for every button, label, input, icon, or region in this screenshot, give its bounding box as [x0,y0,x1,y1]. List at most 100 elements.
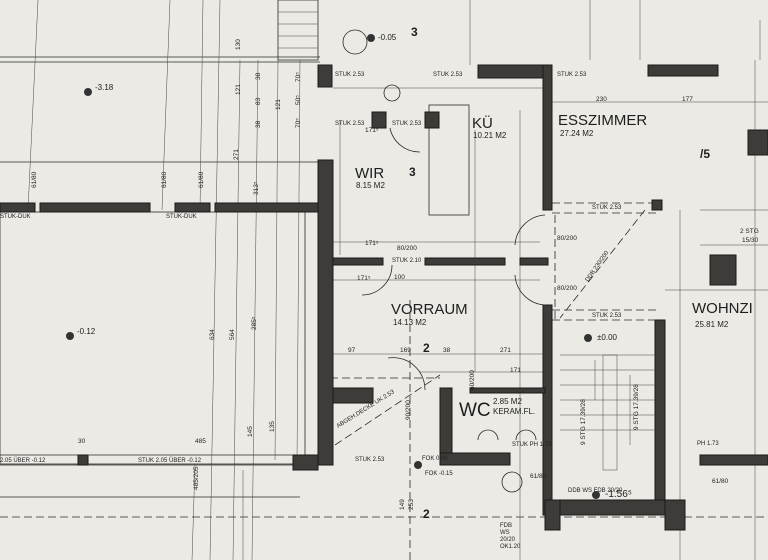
stair-label: 9 STG 17.39/28 [633,384,640,430]
dimension-label: 177 [682,96,693,103]
level-label: ±0.00 [597,333,618,342]
level-marker-icon [414,461,422,469]
level-marker-icon [592,491,600,499]
dimension-label: 285⁵ [251,316,258,330]
level-label: -0.12 [77,327,96,336]
dimension-label: 253 [408,499,415,510]
room-name-vorraum: VORRAUM [391,301,468,318]
ceiling-notes: STUK 2.53 STUK 2.53 STUK 2.53 STUK 2.53 … [0,72,622,464]
dimension-label: 171⁵ [357,275,371,282]
room-area-wir: 8.15 M2 [356,181,385,190]
stair-label: 15/30 [742,237,759,244]
room-area-wohnzimmer: 25.81 M2 [695,320,729,329]
opening-label: 80/200 [557,235,577,242]
ceiling-label: STUK 2.53 [592,313,622,319]
dimension-label: 271 [233,149,240,160]
room-name-wohnzimmer: WOHNZI [692,300,753,317]
dimension-label: 97 [348,347,356,354]
section-marks: 3 3 2 2 /5 [409,25,710,521]
dimension-label: 38 [255,72,262,80]
ceiling-label: STUK 2.53 [557,72,587,78]
ceiling-label: 2.05 ÜBER -0.12 [0,457,46,464]
room-name-kueche: KÜ [472,114,493,132]
dimension-label: 485/205 [193,466,200,490]
opening-labels: 80/200 80/200 80/200 90/200 60/200 [397,235,577,420]
ceiling-label: STUK 2.10 [392,258,422,264]
room-area-kueche: 10.21 M2 [473,131,507,140]
level-marker-icon [367,34,375,42]
note: FOK -0.15 [425,471,453,477]
ceiling-label: STUK 2.53 [335,72,365,78]
dimension-label: 634 [209,329,216,340]
note: DDB 230/200 [585,250,611,283]
level-label: -1.56⁵ [605,489,632,500]
dimension-label: 50⁵ [295,95,302,105]
ceiling-label: STUK 2.53 [592,205,622,211]
dimension-label: 61/80 [530,473,547,480]
dimension-label: 564 [229,329,236,340]
dimension-labels: 130 121 83 38 38 121 70⁵ 50⁵ 70⁵ 271 313… [31,39,729,510]
dimension-label: 145 [247,426,254,437]
note: 20/20 [500,537,516,543]
ceiling-label: STUK-DUK [0,214,31,220]
section-mark: 2 [423,507,430,521]
opening-label: 80/200 [397,245,417,252]
room-floor-wc: KERAM.FL. [493,407,535,416]
dimension-label: 83 [255,97,262,105]
room-area-vorraum: 14.13 M2 [393,318,427,327]
room-labels: KÜ 10.21 M2 ESSZIMMER 27.24 M2 WIR 8.15 … [355,112,753,421]
dimension-label: 485 [195,438,206,445]
note: DDB WS FDB 20/20 [568,488,623,494]
dimension-label: 313⁵ [253,181,260,195]
dimension-label: 61/80 [198,171,205,188]
dimension-label: 70⁵ [295,72,302,82]
note: OK1.20 [500,544,521,550]
dimension-label: 70⁵ [295,118,302,128]
room-area-wc: 2.85 M2 [493,397,522,406]
note: STUK PH 1.73 [512,442,552,448]
stair-labels: 9 STG 17.39/28 9 STG 17.39/28 2 STG 15/3… [580,228,759,445]
dimension-label: 169 [400,347,411,354]
stair-label: 9 STG 17.39/28 [580,399,587,445]
walls [0,64,768,531]
stair-label: 2 STG [740,228,759,235]
dimension-label: 130 [235,39,242,50]
dimension-label: 171 [510,367,521,374]
opening-label: 90/200 [405,400,412,420]
section-mark: /5 [700,147,710,161]
note: FDB [500,523,512,529]
dimension-label: 271 [500,347,511,354]
note: PH 1.73 [697,441,719,447]
dimension-label: 171⁵ [365,240,379,247]
dimension-label: 135 [269,421,276,432]
staircase [560,354,655,471]
section-mark: 3 [411,25,418,39]
ceiling-label: STUK 2.53 [355,457,385,463]
note: WS [500,530,510,536]
dimension-label: 38 [255,120,262,128]
section-mark: 3 [409,165,416,179]
ceiling-label: STUK 2.53 [392,121,422,127]
room-name-wc: WC [459,400,491,421]
level-marker-icon [84,88,92,96]
room-area-esszimmer: 27.24 M2 [560,129,594,138]
opening-label: 80/200 [557,285,577,292]
level-label: -3.18 [95,83,114,92]
level-marker-icon [66,332,74,340]
dimension-label: 61/80 [161,171,168,188]
dimension-label: 121 [275,99,282,110]
dimension-label: 30 [78,438,86,445]
level-marker-icon [584,334,592,342]
dimension-label: 171⁵ [365,127,379,134]
dimension-label: 61/80 [31,171,38,188]
dimension-label: 100 [394,274,405,281]
door-swings [342,29,546,493]
level-markers: -3.18 -0.12 ±0.00 -1.56⁵ -0.05 [66,33,632,500]
section-mark: 2 [423,341,430,355]
room-name-wir: WIR [355,165,384,182]
ceiling-label: STUK-DUK [166,214,197,220]
opening-label: 60/200 [469,370,476,390]
note: FOK 0.00 [422,456,448,462]
